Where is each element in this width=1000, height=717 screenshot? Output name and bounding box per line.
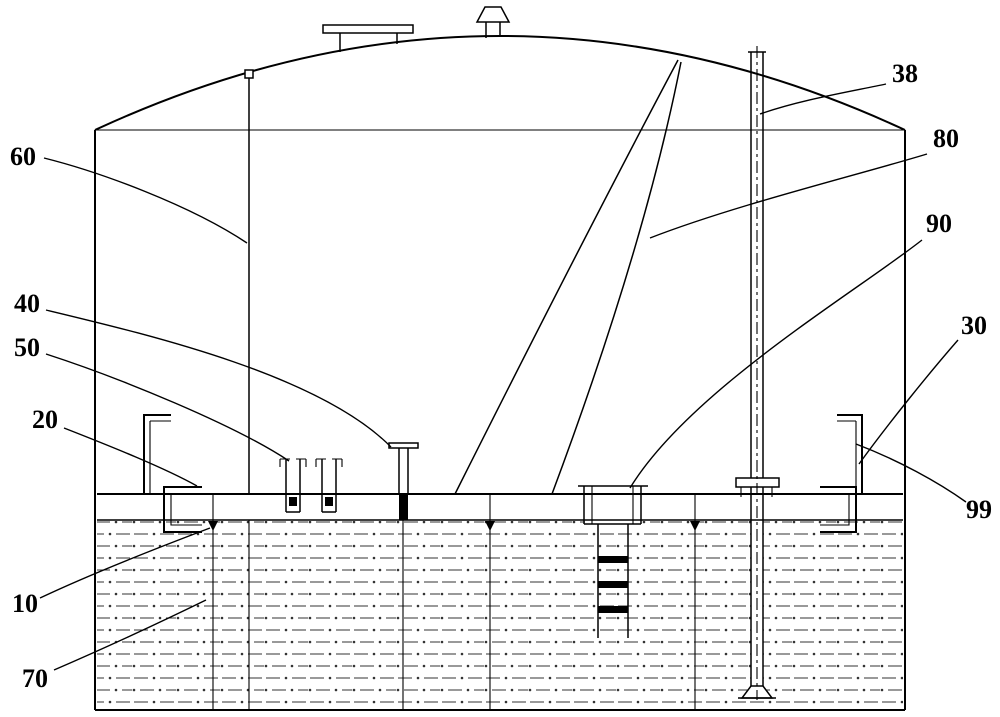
leg-arrow xyxy=(485,521,495,531)
well-inner-walls xyxy=(591,486,634,524)
left-post-outer xyxy=(143,414,171,494)
right-bracket-inner xyxy=(820,493,850,526)
floating-deck xyxy=(97,493,903,521)
leader-10 xyxy=(39,527,211,599)
label-30: 30 xyxy=(961,311,987,340)
sleeve-1-body xyxy=(285,459,301,513)
label-80: 80 xyxy=(933,124,959,153)
left-rim-bracket xyxy=(163,486,202,533)
label-38: 38 xyxy=(892,59,918,88)
left-bracket-outer xyxy=(163,486,202,533)
leader-20 xyxy=(63,427,198,487)
label-50: 50 xyxy=(14,333,40,362)
vent-cap xyxy=(475,6,511,23)
leader-80 xyxy=(649,153,928,239)
bleeder-stem xyxy=(398,448,409,494)
leader-60 xyxy=(43,157,248,244)
tape-curve xyxy=(454,59,682,495)
deck-legs xyxy=(208,494,700,710)
leader-90 xyxy=(629,239,923,489)
liquid-body xyxy=(97,487,903,709)
ladder xyxy=(597,524,629,638)
sleeve-2-foot xyxy=(325,497,333,506)
label-10: 10 xyxy=(12,589,38,618)
left-bracket-inner xyxy=(170,493,202,526)
right-rim-post xyxy=(837,414,863,494)
hanging-guide-line xyxy=(244,69,254,710)
right-rim-bracket xyxy=(820,486,857,533)
gauge-well xyxy=(578,485,648,525)
leg-arrow xyxy=(208,521,218,531)
pipe-walls-lower xyxy=(750,487,764,686)
bleeder-cap xyxy=(388,442,419,449)
label-99: 99 xyxy=(966,495,992,524)
roof-vent xyxy=(475,6,511,38)
leader-70 xyxy=(53,599,207,671)
ladder-rung xyxy=(598,556,628,563)
sleeve-2-body xyxy=(321,459,337,513)
reference-labels: 38 80 90 30 99 60 40 50 20 10 70 xyxy=(10,59,992,693)
ladder-rung xyxy=(598,606,628,613)
guide-line-anchor xyxy=(244,69,254,79)
leg-arrow xyxy=(690,521,700,531)
well-outer-walls xyxy=(583,486,642,524)
label-70: 70 xyxy=(22,664,48,693)
leader-99 xyxy=(855,443,967,503)
bleeder-plug xyxy=(399,494,408,520)
liquid-hatch-area xyxy=(97,521,903,709)
leader-40 xyxy=(45,309,392,448)
left-post-inner xyxy=(149,420,171,494)
sleeve-1-foot xyxy=(289,497,297,506)
sleeve-2-flanges xyxy=(315,458,343,467)
label-20: 20 xyxy=(32,405,58,434)
pipe-flange-bolts xyxy=(740,487,773,497)
ladder-rung xyxy=(598,581,628,588)
deck-sleeve-2 xyxy=(315,458,343,513)
label-60: 60 xyxy=(10,142,36,171)
leader-lines xyxy=(39,83,967,671)
leader-38 xyxy=(759,83,887,115)
tape-curve-left xyxy=(454,59,679,495)
right-post-outer xyxy=(837,414,863,494)
tape-curve-right xyxy=(551,61,682,495)
right-post-inner xyxy=(837,420,857,494)
label-90: 90 xyxy=(926,209,952,238)
label-40: 40 xyxy=(14,289,40,318)
leader-50 xyxy=(45,353,290,462)
right-bracket-outer xyxy=(820,486,857,533)
roof-hatch xyxy=(322,24,414,52)
well-interior-mask xyxy=(585,487,640,524)
pipe-walls-upper xyxy=(750,52,764,478)
roof-hatch-cover xyxy=(322,24,414,34)
tank-shell xyxy=(94,35,906,711)
vertical-pipe xyxy=(735,46,780,700)
left-rim-post xyxy=(143,414,171,494)
